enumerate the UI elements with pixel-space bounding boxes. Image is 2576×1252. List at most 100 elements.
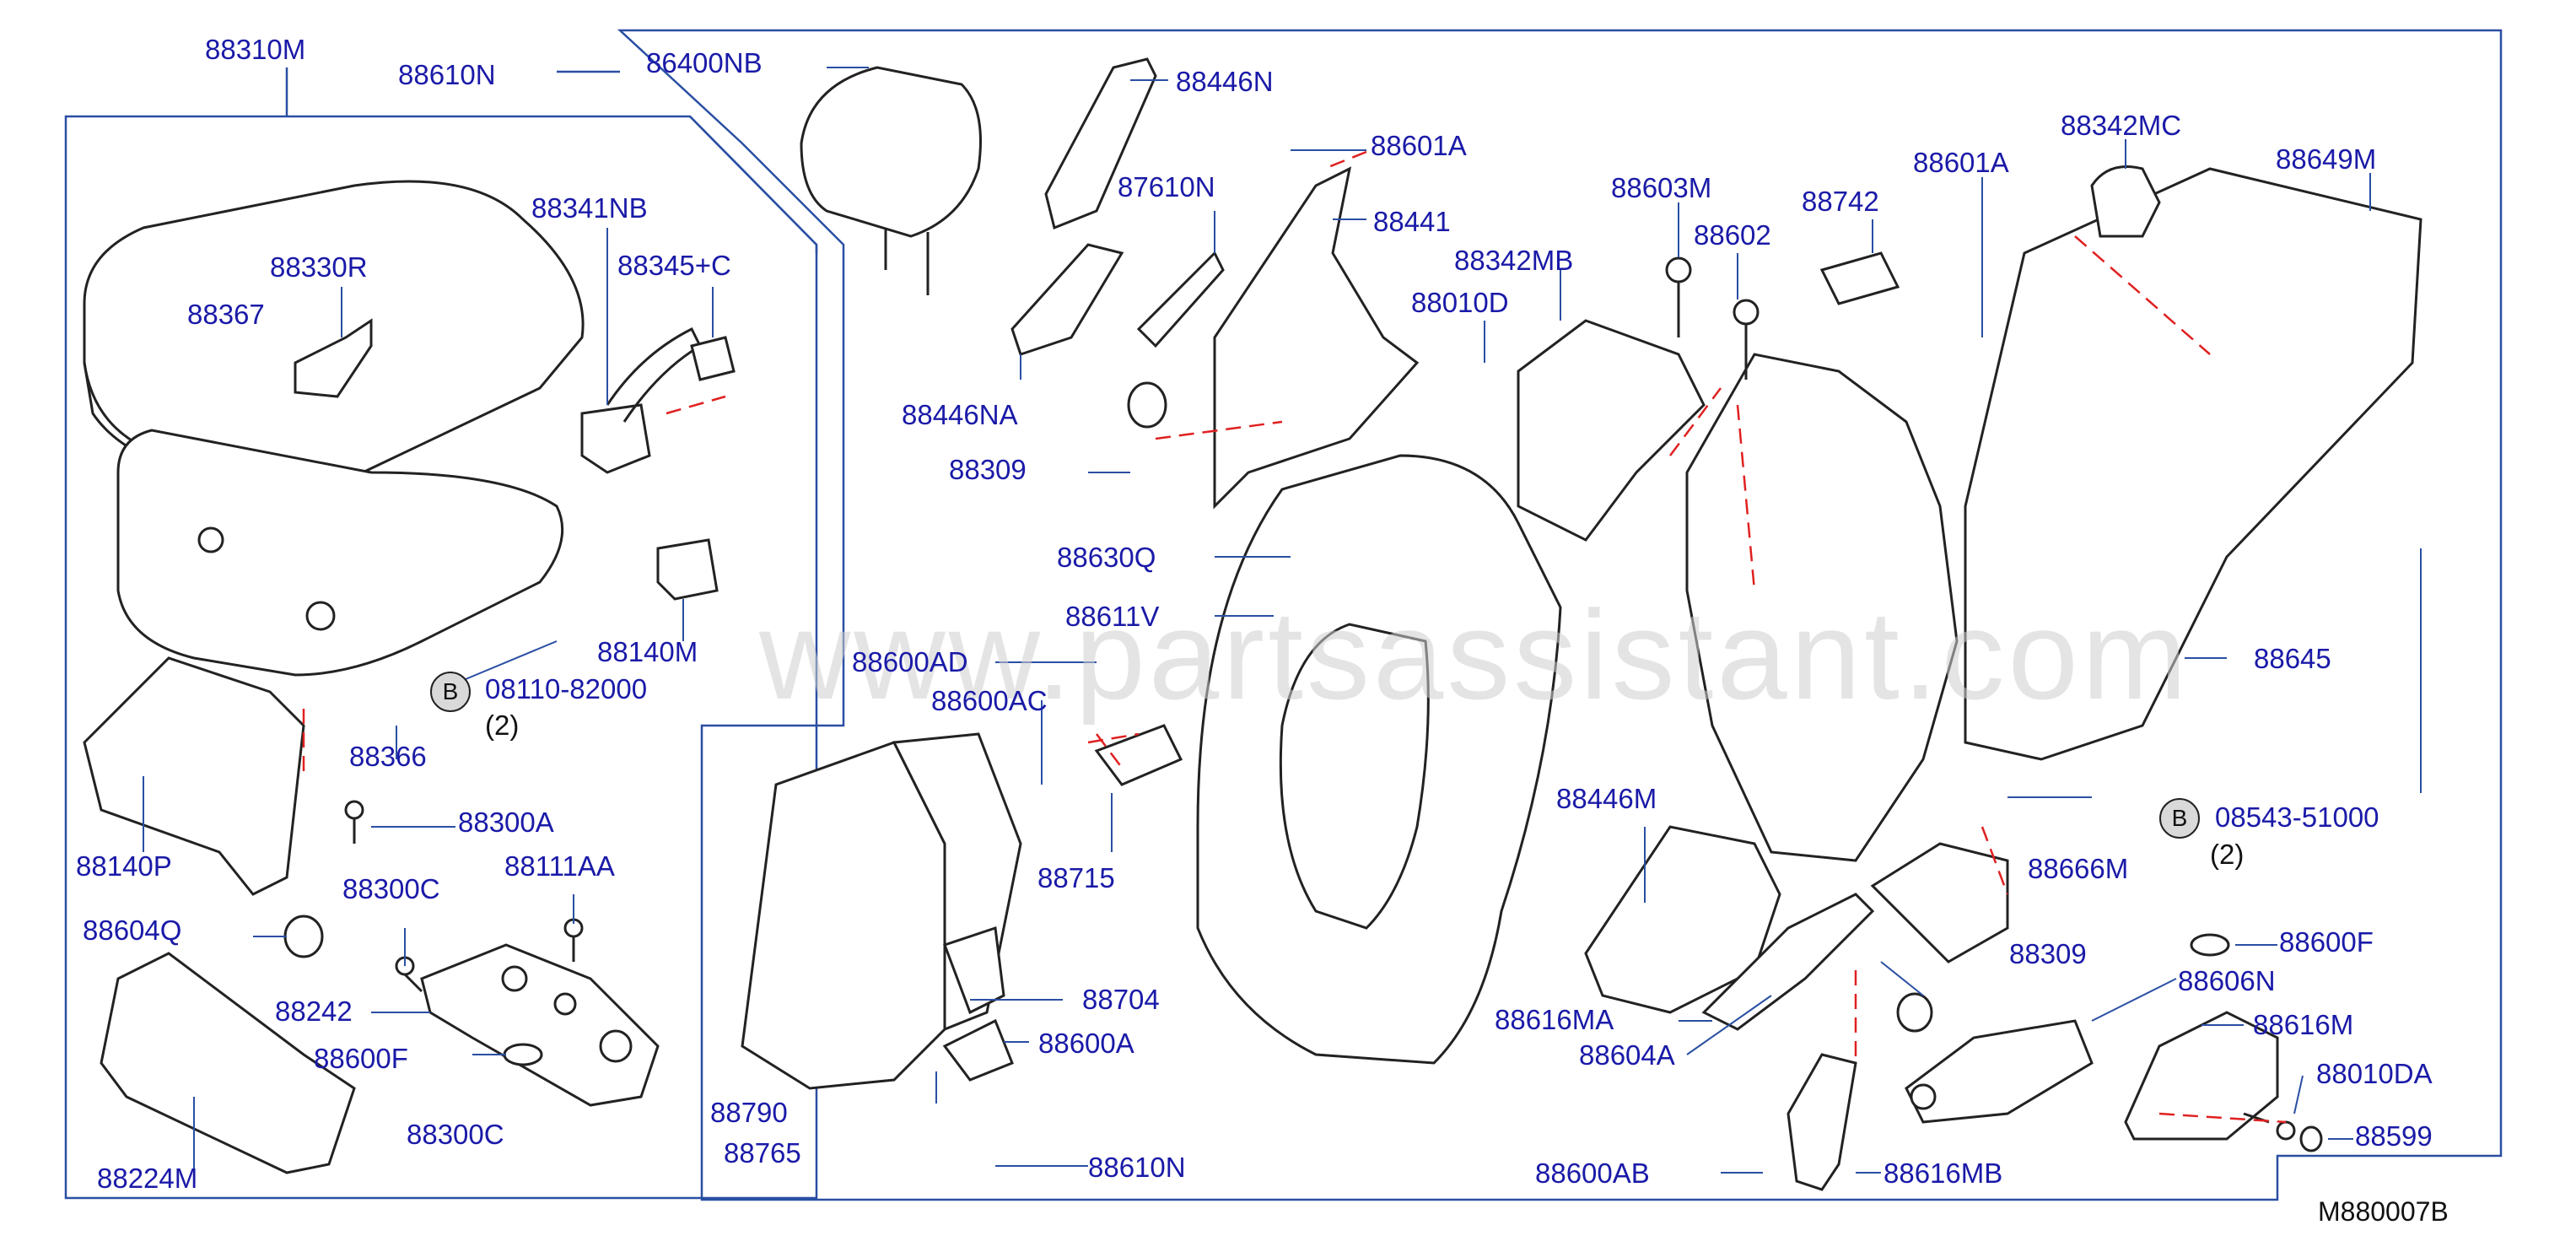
- washer-88600F-left: [503, 1043, 543, 1066]
- bolt-88010DA: [2243, 1112, 2296, 1141]
- bracket-88140P: [83, 656, 305, 896]
- grommet-88599: [2299, 1125, 2323, 1152]
- bracket-88342MB: [1517, 319, 1706, 542]
- label-88300C-b: 88300C: [407, 1119, 504, 1150]
- bracket-88441: [1213, 166, 1420, 510]
- label-88616MA: 88616MA: [1495, 1004, 1614, 1035]
- label-08110-82000: 08110-82000: [485, 673, 648, 704]
- bracket-88140M: [656, 538, 719, 601]
- label-86400NB: 86400NB: [646, 47, 763, 78]
- label-88600AB: 88600AB: [1535, 1158, 1650, 1189]
- seat-cushion-group: [83, 180, 736, 1174]
- qty-08110: (2): [485, 710, 520, 741]
- bracket-88242: [420, 943, 660, 1107]
- label-88600F-a: 88600F: [2279, 926, 2374, 958]
- label-88645: 88645: [2254, 643, 2331, 674]
- circle-b-08543: B: [2159, 798, 2200, 839]
- label-88715: 88715: [1037, 862, 1115, 893]
- label-88601A-b: 88601A: [1913, 147, 2009, 178]
- label-88604A: 88604A: [1579, 1039, 1675, 1071]
- label-88446N: 88446N: [1176, 66, 1274, 97]
- label-88140M: 88140M: [597, 636, 698, 667]
- cover-88224M: [100, 952, 356, 1174]
- bushing-88309-upper: [1127, 381, 1167, 429]
- label-88616M: 88616M: [2253, 1009, 2354, 1040]
- label-88604Q: 88604Q: [83, 915, 182, 946]
- leader-88604A: [1686, 995, 1772, 1055]
- label-88300A: 88300A: [458, 807, 554, 838]
- label-88341NB: 88341NB: [531, 192, 648, 224]
- label-88601A-a: 88601A: [1371, 130, 1467, 161]
- label-88603M: 88603M: [1611, 172, 1712, 203]
- latch-88666M: [1870, 842, 2009, 963]
- seat-back-88790: [741, 741, 946, 1090]
- group-frames: [64, 29, 2503, 1201]
- seat-pan-frame: [116, 429, 564, 677]
- circle-b-08110: B: [430, 672, 471, 712]
- bracket-88367: [294, 318, 373, 398]
- washer-88600F-right: [2190, 933, 2230, 957]
- assembly-dash-lines: [302, 150, 2287, 1124]
- label-88610N-top: 88610N: [398, 59, 496, 90]
- pad-88446M: [1584, 825, 1781, 1014]
- watermark: www.partsassistant.com: [759, 584, 2191, 726]
- strap-88341NB: [606, 326, 702, 423]
- pan-hole-2: [305, 601, 336, 631]
- label-88300C-a: 88300C: [342, 873, 440, 904]
- label-88010D: 88010D: [1411, 287, 1509, 318]
- hole-88242-b: [553, 992, 577, 1016]
- frame-88645: [1685, 353, 1959, 862]
- bracket-88715: [1094, 724, 1183, 786]
- label-88310M: 88310M: [205, 34, 306, 65]
- label-08543-51000: 08543-51000: [2215, 801, 2379, 833]
- label-88446M: 88446M: [1556, 783, 1657, 814]
- label-88765: 88765: [724, 1137, 801, 1168]
- label-88704: 88704: [1082, 984, 1160, 1015]
- leader-08110: [455, 640, 558, 684]
- label-88342MB: 88342MB: [1454, 245, 1574, 276]
- label-88602: 88602: [1694, 219, 1771, 251]
- label-88616MB: 88616MB: [1883, 1158, 2003, 1189]
- label-88446NA: 88446NA: [902, 399, 1018, 430]
- clip-88742: [1819, 251, 1900, 305]
- label-88599: 88599: [2355, 1120, 2433, 1152]
- seat-back-group: [741, 57, 2422, 1191]
- label-88600F-b: 88600F: [314, 1043, 408, 1074]
- latch-88341NB: [580, 403, 651, 474]
- bushing-88604Q: [283, 915, 324, 958]
- label-88342MC: 88342MC: [2061, 110, 2182, 141]
- label-88111AA: 88111AA: [504, 850, 615, 882]
- label-88600A: 88600A: [1038, 1028, 1134, 1059]
- label-88140P: 88140P: [76, 850, 172, 882]
- label-88242: 88242: [275, 996, 353, 1027]
- bracket-88446NA: [1010, 243, 1124, 356]
- hole-88606N: [1910, 1083, 1937, 1110]
- bracket-87610N: [1136, 251, 1225, 348]
- label-88666M: 88666M: [2028, 853, 2129, 884]
- clip-88345C: [690, 336, 736, 381]
- leader-88309-b: [1880, 961, 1924, 996]
- pin-88603M: [1665, 256, 1692, 337]
- label-88441: 88441: [1373, 206, 1451, 237]
- leader-lines: [143, 67, 2422, 1174]
- label-88366: 88366: [349, 741, 427, 772]
- bracket-88600A: [942, 1018, 1014, 1082]
- label-88345C: 88345+C: [617, 250, 731, 281]
- leader-88010DA: [2293, 1075, 2304, 1114]
- diagram-id: M880007B: [2318, 1196, 2449, 1227]
- label-88309-a: 88309: [949, 454, 1027, 485]
- pan-hole-1: [197, 526, 224, 553]
- bushing-88309-lower: [1896, 992, 1933, 1033]
- link-88616MB: [1786, 1053, 1857, 1191]
- label-88630Q: 88630Q: [1057, 542, 1156, 573]
- strap-88446N: [1044, 57, 1157, 230]
- headrest-86400NB: [800, 66, 982, 238]
- label-88330R: 88330R: [270, 251, 368, 283]
- arm-88616MA: [1701, 893, 1875, 1031]
- seat-back-opening: [1279, 623, 1430, 930]
- bolt-88111AA: [563, 918, 584, 962]
- label-88649M: 88649M: [2276, 143, 2377, 175]
- back-panel-88649M: [1964, 167, 2422, 761]
- label-88224M: 88224M: [97, 1163, 198, 1194]
